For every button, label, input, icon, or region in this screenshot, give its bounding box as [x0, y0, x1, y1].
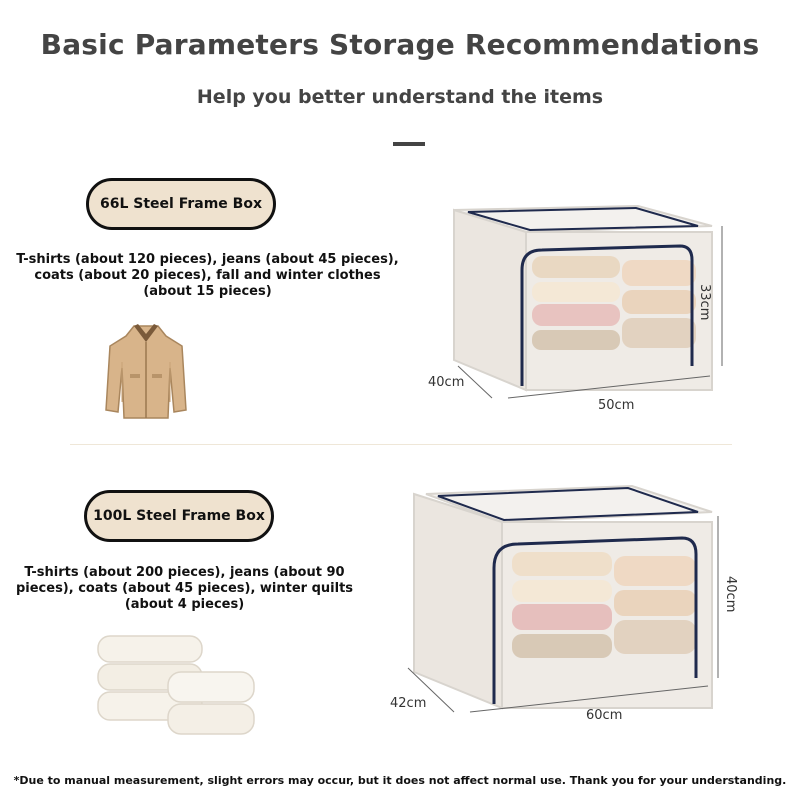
dimension-lines-66l — [457, 226, 723, 399]
page-title: Basic Parameters Storage Recommendations — [40, 28, 760, 61]
section-divider — [70, 444, 732, 445]
product-1-name-badge: 66L Steel Frame Box — [86, 178, 276, 230]
height-label-66l: 33cm — [697, 284, 712, 321]
page-subtitle: Help you better understand the items — [196, 86, 604, 108]
jacket-image — [105, 324, 187, 419]
product-2-name-badge: 100L Steel Frame Box — [84, 490, 274, 542]
product-1-description: T-shirts (about 120 pieces), jeans (abou… — [16, 252, 399, 299]
product-2-description: T-shirts (about 200 pieces), jeans (abou… — [15, 565, 354, 612]
title-divider — [393, 142, 425, 146]
height-label-100l: 40cm — [723, 576, 738, 613]
folded-quilts-image — [97, 635, 255, 735]
footnote: *Due to manual measurement, slight error… — [13, 774, 787, 787]
depth-label-66l: 40cm — [428, 375, 465, 390]
depth-label-100l: 42cm — [390, 696, 427, 711]
storage-box-66l-image — [453, 204, 713, 392]
width-label-66l: 50cm — [598, 398, 635, 413]
dimension-lines-100l — [407, 516, 719, 713]
storage-box-100l-image — [413, 484, 713, 710]
width-label-100l: 60cm — [586, 708, 623, 723]
